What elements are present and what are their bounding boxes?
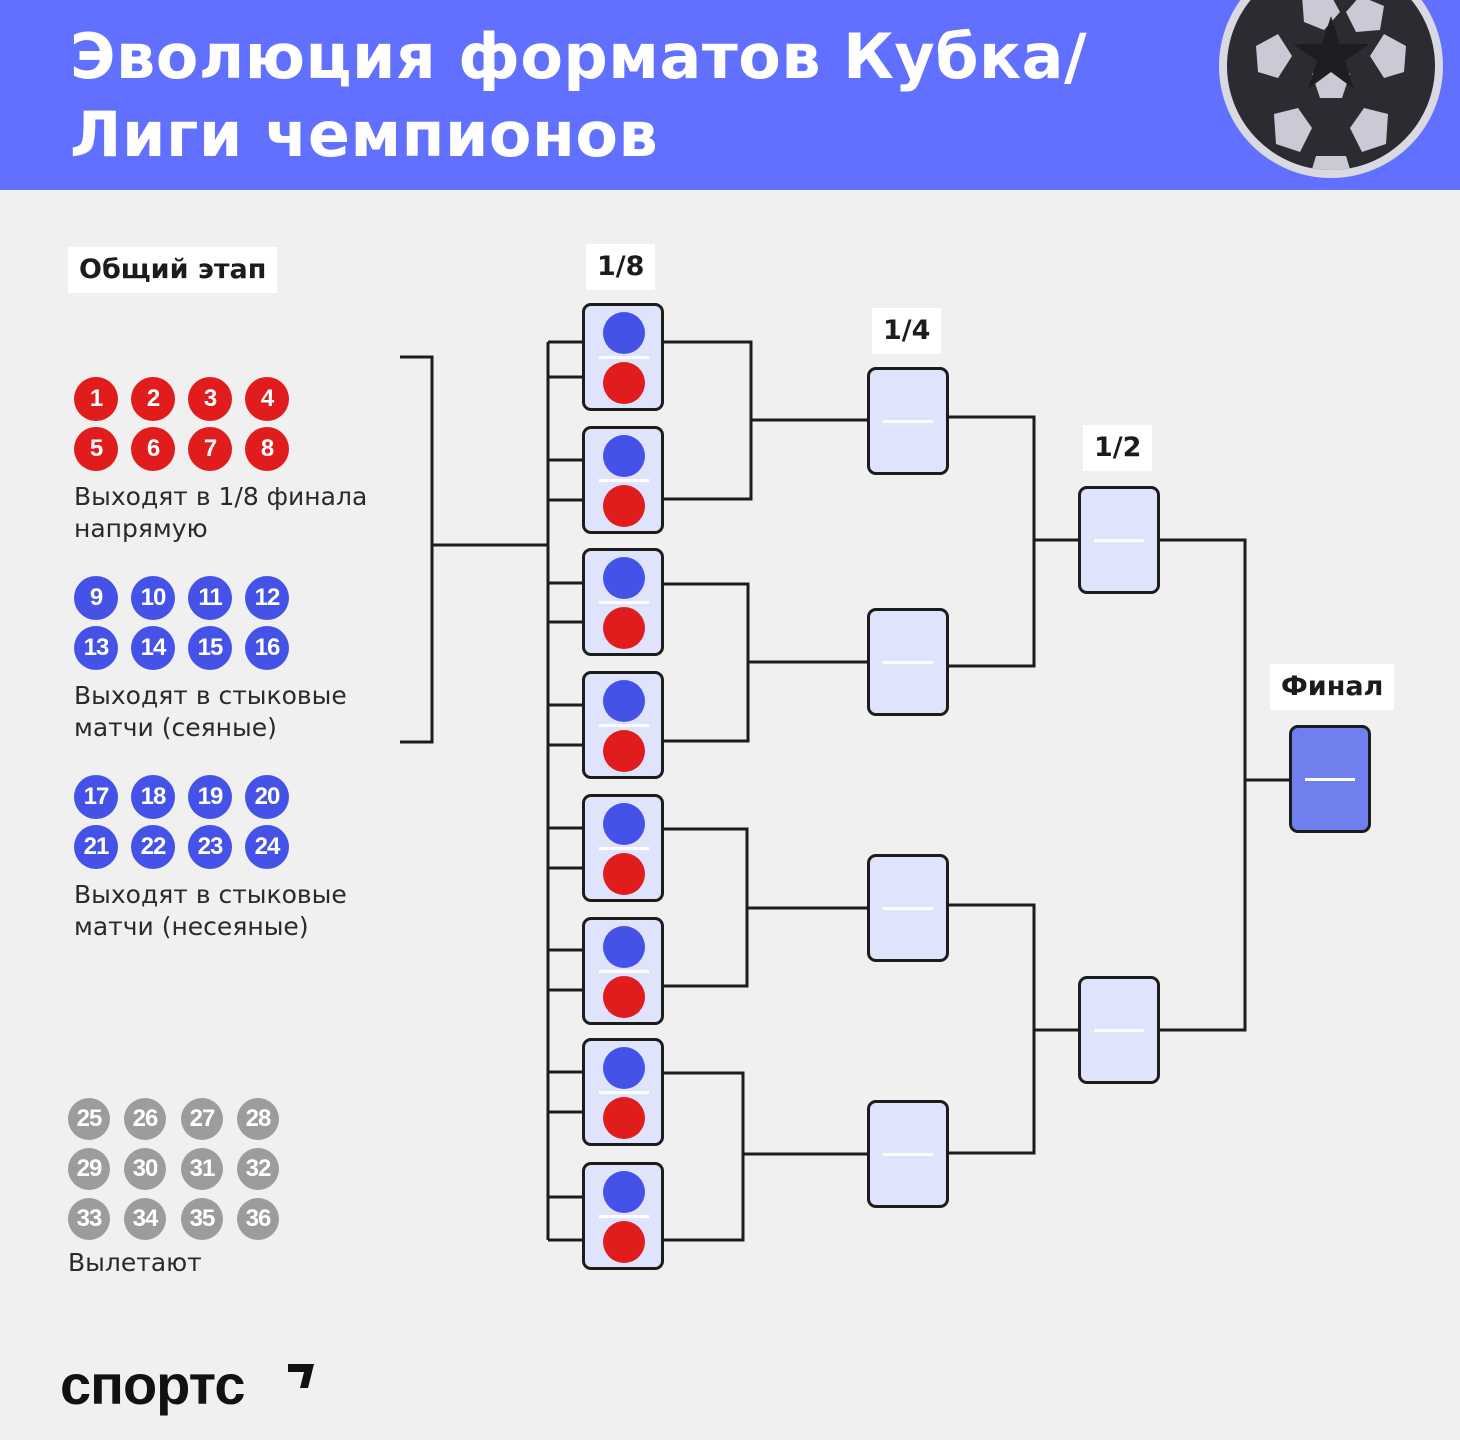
group-caption-direct: Выходят в 1/8 финала напрямую xyxy=(74,482,368,543)
team-position-chip: 30 xyxy=(124,1148,166,1190)
direct-team-dot xyxy=(603,1221,645,1263)
team-position-chip: 7 xyxy=(188,427,232,471)
team-position-chip: 2 xyxy=(131,377,175,421)
team-position-chip: 36 xyxy=(237,1198,279,1240)
team-position-chip: 35 xyxy=(181,1198,223,1240)
stage-label-final: Финал xyxy=(1270,664,1395,710)
team-position-chip: 27 xyxy=(181,1098,223,1140)
team-position-chip: 21 xyxy=(74,825,118,869)
seeded-team-dot xyxy=(603,803,645,845)
direct-team-dot xyxy=(603,853,645,895)
r16-match-box xyxy=(582,1162,664,1270)
seeded-team-dot xyxy=(603,1171,645,1213)
seeded-team-dot xyxy=(603,312,645,354)
team-position-chip: 12 xyxy=(245,576,289,620)
r16-match-box xyxy=(582,794,664,902)
team-position-chip: 6 xyxy=(131,427,175,471)
team-position-chip: 28 xyxy=(237,1098,279,1140)
seeded-team-dot xyxy=(603,1047,645,1089)
sf-match-box xyxy=(1078,976,1160,1084)
r16-match-box xyxy=(582,1038,664,1146)
ucl-starball-icon xyxy=(1219,0,1443,178)
qf-match-box xyxy=(867,367,949,475)
stage-label-qf: 1/4 xyxy=(872,308,942,354)
direct-team-dot xyxy=(603,976,645,1018)
team-position-chip: 19 xyxy=(188,775,232,819)
direct-team-dot xyxy=(603,485,645,527)
r16-match-box xyxy=(582,303,664,411)
page-title: Эволюция форматов Кубка/Лиги чемпионов xyxy=(70,20,1088,171)
sports-logo-mark-icon xyxy=(288,1364,314,1388)
team-position-chip: 33 xyxy=(68,1198,110,1240)
team-position-chip: 5 xyxy=(74,427,118,471)
team-position-chip: 13 xyxy=(74,626,118,670)
team-position-chip: 16 xyxy=(245,626,289,670)
team-position-chip: 24 xyxy=(245,825,289,869)
r16-match-box xyxy=(582,917,664,1025)
team-position-chip: 32 xyxy=(237,1148,279,1190)
team-position-chip: 26 xyxy=(124,1098,166,1140)
direct-team-dot xyxy=(603,730,645,772)
team-position-chip: 11 xyxy=(188,576,232,620)
team-position-chip: 15 xyxy=(188,626,232,670)
header-banner: Эволюция форматов Кубка/Лиги чемпионов xyxy=(0,0,1460,190)
group-caption-eliminated: Вылетают xyxy=(68,1248,202,1277)
stage-label-r16: 1/8 xyxy=(586,244,656,290)
r16-match-box xyxy=(582,548,664,656)
team-position-chip: 31 xyxy=(181,1148,223,1190)
team-position-chip: 34 xyxy=(124,1198,166,1240)
direct-team-dot xyxy=(603,362,645,404)
direct-team-dot xyxy=(603,607,645,649)
team-position-chip: 25 xyxy=(68,1098,110,1140)
team-position-chip: 20 xyxy=(245,775,289,819)
direct-team-dot xyxy=(603,1097,645,1139)
r16-match-box xyxy=(582,426,664,534)
sf-match-box xyxy=(1078,486,1160,594)
group-caption-unseeded: Выходят в стыковые матчи (несеяные) xyxy=(74,880,347,941)
seeded-team-dot xyxy=(603,680,645,722)
team-position-chip: 3 xyxy=(188,377,232,421)
team-position-chip: 22 xyxy=(131,825,175,869)
team-position-chip: 9 xyxy=(74,576,118,620)
team-position-chip: 1 xyxy=(74,377,118,421)
seeded-team-dot xyxy=(603,435,645,477)
team-position-chip: 17 xyxy=(74,775,118,819)
stage-label-sf: 1/2 xyxy=(1083,425,1153,471)
seeded-team-dot xyxy=(603,926,645,968)
group-caption-seeded: Выходят в стыковые матчи (сеяные) xyxy=(74,681,347,742)
final-match-box xyxy=(1289,725,1371,833)
team-position-chip: 29 xyxy=(68,1148,110,1190)
stage-label-league: Общий этап xyxy=(68,247,278,293)
qf-match-box xyxy=(867,854,949,962)
qf-match-box xyxy=(867,1100,949,1208)
team-position-chip: 18 xyxy=(131,775,175,819)
team-position-chip: 8 xyxy=(245,427,289,471)
team-position-chip: 10 xyxy=(131,576,175,620)
team-position-chip: 14 xyxy=(131,626,175,670)
team-position-chip: 4 xyxy=(245,377,289,421)
qf-match-box xyxy=(867,608,949,716)
r16-match-box xyxy=(582,671,664,779)
team-position-chip: 23 xyxy=(188,825,232,869)
brand-logo: спортс xyxy=(60,1353,245,1416)
seeded-team-dot xyxy=(603,557,645,599)
